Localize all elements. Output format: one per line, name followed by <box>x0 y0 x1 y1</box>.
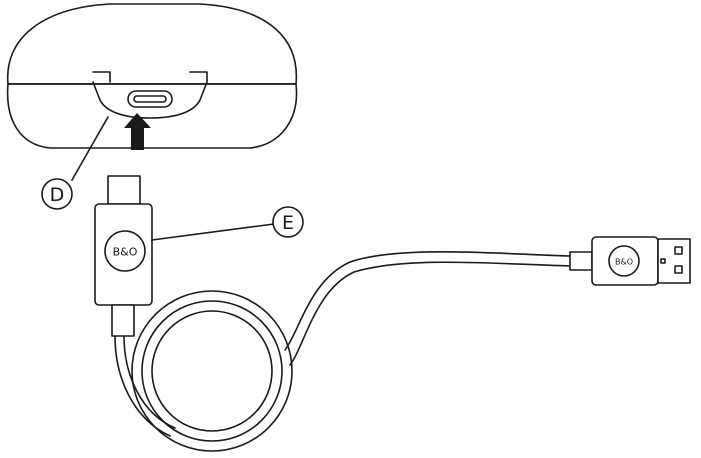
cable <box>114 251 571 452</box>
usb-c-plug: B&O <box>94 175 153 337</box>
callout-e: E <box>151 206 304 241</box>
usb-a-connector <box>657 238 691 284</box>
usb-c-connector <box>107 175 141 205</box>
usb-a-plug: B&O <box>569 236 691 286</box>
charging-case <box>6 3 298 149</box>
callout-d: D <box>41 116 109 210</box>
up-arrow-icon <box>124 113 151 150</box>
case-notch <box>92 71 208 119</box>
callout-e-label: E <box>282 212 294 234</box>
usb-c-plug-logo: B&O <box>113 246 138 259</box>
case-base <box>6 83 298 149</box>
usb-a-plug-logo: B&O <box>615 258 633 267</box>
case-lid <box>6 3 298 85</box>
usb-c-port <box>127 90 173 108</box>
callout-d-label: D <box>50 184 65 206</box>
